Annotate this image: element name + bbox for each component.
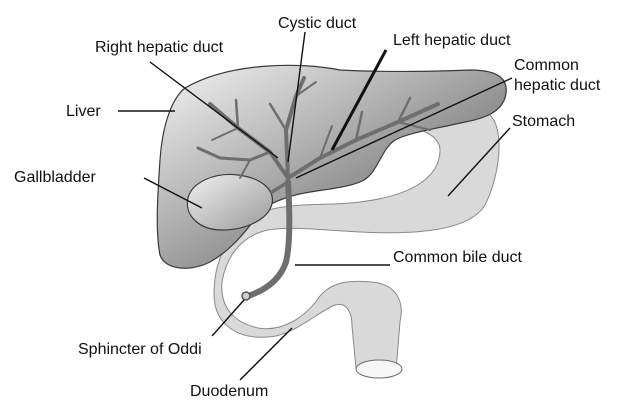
common-hepatic-duct-label-line2: hepatic duct bbox=[514, 77, 601, 94]
common-hepatic-duct-label-line1: Common bbox=[514, 57, 579, 74]
left-hepatic-duct-label: Left hepatic duct bbox=[393, 32, 511, 49]
duodenum-opening bbox=[356, 360, 402, 378]
sphincter-of-oddi-ring bbox=[242, 292, 250, 300]
gallbladder-label: Gallbladder bbox=[14, 169, 97, 186]
duodenum-label: Duodenum bbox=[190, 383, 268, 400]
cystic-duct-label: Cystic duct bbox=[278, 15, 357, 32]
common-bile-duct-label: Common bile duct bbox=[393, 249, 523, 266]
stomach-label: Stomach bbox=[512, 113, 575, 130]
right-hepatic-duct-label: Right hepatic duct bbox=[95, 39, 224, 56]
liver-label: Liver bbox=[66, 103, 101, 120]
sphincter-of-oddi-label: Sphincter of Oddi bbox=[78, 341, 202, 358]
